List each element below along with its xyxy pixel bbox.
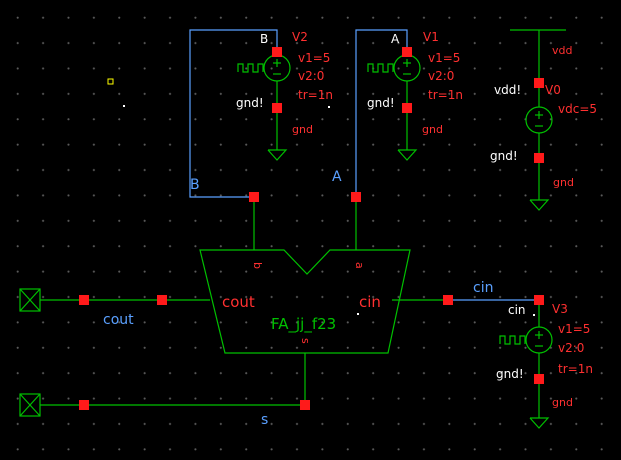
pin-v0-neg[interactable] [534,153,544,163]
v3-name-label: V3 [552,302,568,316]
vsource-v0[interactable] [525,83,553,211]
io-pin-cout[interactable] [19,288,41,312]
pulse-icon [367,63,394,73]
origin-dot [123,105,125,107]
origin-dot [357,313,359,315]
v3-neg-net-label: gnd! [496,367,524,381]
net-s-label: s [261,412,268,428]
v3-gnd-label: gnd [552,396,573,409]
plus-minus-icon [273,59,543,347]
pin-v1-neg[interactable] [402,103,412,113]
pin-cout-cell[interactable] [157,295,167,305]
v1-neg-net-label: gnd! [367,96,395,110]
v1-name-label: V1 [423,30,439,44]
cell-pin-a-label: a [353,262,366,269]
pulse-icon [499,335,526,345]
v2-neg-net-label: gnd! [236,96,264,110]
cell-pin-s-label: s [299,338,312,344]
net-b-wire[interactable] [189,29,278,198]
origin-dot [328,106,330,108]
v0-gnd-label: gnd [553,176,574,189]
v1-pos-net-label: A [391,32,400,46]
v0-top-label: vdd [552,44,572,57]
v2-gnd-label: gnd [292,123,313,136]
pin-v0-pos[interactable] [534,78,544,88]
v3-pos-net-label: cin [508,303,526,317]
cell-fa-jj-f23[interactable] [199,249,411,354]
v2-param-v1: v1=5 [298,51,330,65]
v3-param-v1: v1=5 [558,322,590,336]
pin-s-cell[interactable] [300,400,310,410]
pin-v3-pos[interactable] [534,295,544,305]
net-cout-label: cout [103,312,134,328]
v3-param-tr: tr=1n [558,362,593,376]
cell-pin-cin-label: cin [359,293,381,311]
pin-cout-io[interactable] [79,295,89,305]
io-pin-s[interactable] [19,393,41,417]
v0-name-label: V0 [545,83,561,97]
v3-param-v2: v2:0 [558,341,584,355]
pin-cin-cell[interactable] [443,295,453,305]
pin-cell-b[interactable] [249,192,259,202]
v1-param-v1: v1=5 [428,51,460,65]
net-cin-label: cin [473,280,493,296]
v0-param-vdc: vdc=5 [558,102,597,116]
origin-marker [107,78,114,85]
net-b-label: B [190,177,200,193]
cell-name-label: FA_jj_f23 [271,315,336,334]
v1-param-v2: v2:0 [428,69,454,83]
pulse-icon [237,63,264,73]
v0-pos-net-label: vdd! [494,83,521,97]
v1-param-tr: tr=1n [428,88,463,102]
v2-pos-net-label: B [260,32,268,46]
pin-v2-pos[interactable] [272,47,282,57]
cell-pin-b-label: b [251,262,264,269]
pin-s-io[interactable] [79,400,89,410]
net-a-label: A [332,169,342,185]
pin-v3-neg[interactable] [534,374,544,384]
pin-v2-neg[interactable] [272,103,282,113]
v0-neg-net-label: gnd! [490,149,518,163]
v1-gnd-label: gnd [422,123,443,136]
origin-dot [533,314,535,316]
pin-cell-a[interactable] [351,192,361,202]
v2-name-label: V2 [292,30,308,44]
v2-param-v2: v2:0 [298,69,324,83]
v2-param-tr: tr=1n [298,88,333,102]
cell-pin-cout-label: cout [222,293,255,311]
net-a-wire[interactable] [355,29,408,197]
pin-v1-pos[interactable] [402,47,412,57]
vsource-v3[interactable] [525,300,553,429]
